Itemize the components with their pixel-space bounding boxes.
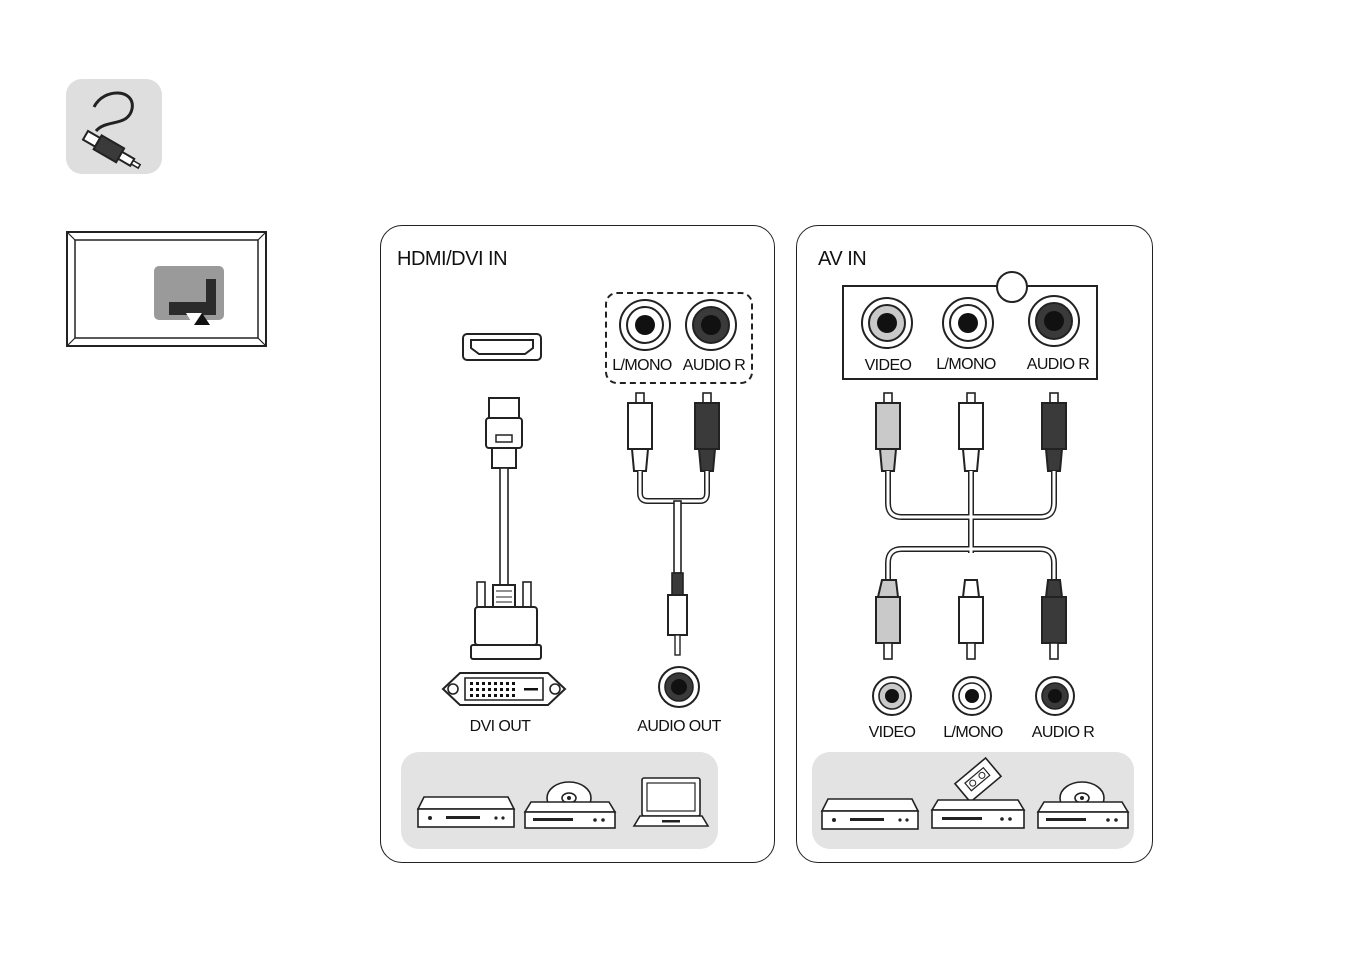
rca-to-minijack-cable <box>620 385 740 665</box>
av-port-label-lmono: L/MONO <box>930 356 1002 374</box>
audio-out-port-icon <box>657 665 701 709</box>
l-mono-port-icon <box>618 298 672 352</box>
right-set-top-box-icon <box>820 797 920 833</box>
audio-r-port-icon <box>684 298 738 352</box>
rca-cable-icon <box>66 79 162 174</box>
hdmi-dvi-title: HDMI/DVI IN <box>397 248 507 271</box>
left-port-label-audio-r: AUDIO R <box>679 357 749 375</box>
right-dvd-player-icon <box>1036 778 1130 832</box>
vcr-icon <box>930 760 1026 832</box>
hdmi-to-dvi-cable <box>430 395 580 665</box>
source-l-mono-port-icon <box>951 675 993 717</box>
dvi-out-label: DVI OUT <box>450 718 550 736</box>
hdmi-port-icon <box>462 333 542 361</box>
source-label-lmono: L/MONO <box>936 724 1010 742</box>
source-video-port-icon <box>871 675 913 717</box>
tv-back-location-icon <box>66 231 267 347</box>
av-video-port-icon <box>860 296 914 350</box>
set-top-box-icon <box>416 795 516 831</box>
source-audio-r-port-icon <box>1034 675 1076 717</box>
cable-category-icon <box>66 79 162 174</box>
av-port-label-audio-r: AUDIO R <box>1020 356 1096 374</box>
av-l-mono-port-icon <box>941 296 995 350</box>
audio-out-label: AUDIO OUT <box>624 718 734 736</box>
dvi-out-port-icon <box>440 668 568 710</box>
dvd-player-icon <box>523 778 617 832</box>
source-label-video: VIDEO <box>856 724 928 742</box>
av-in-title: AV IN <box>818 248 866 271</box>
left-port-label-lmono: L/MONO <box>607 357 677 375</box>
laptop-icon <box>632 776 710 832</box>
av-in-indicator-icon <box>995 270 1029 304</box>
source-label-audio-r: AUDIO R <box>1022 724 1104 742</box>
av-port-label-video: VIDEO <box>852 357 924 375</box>
av-audio-r-port-icon <box>1027 294 1081 348</box>
composite-av-cable <box>860 385 1090 665</box>
tv-outline-icon <box>66 231 267 347</box>
